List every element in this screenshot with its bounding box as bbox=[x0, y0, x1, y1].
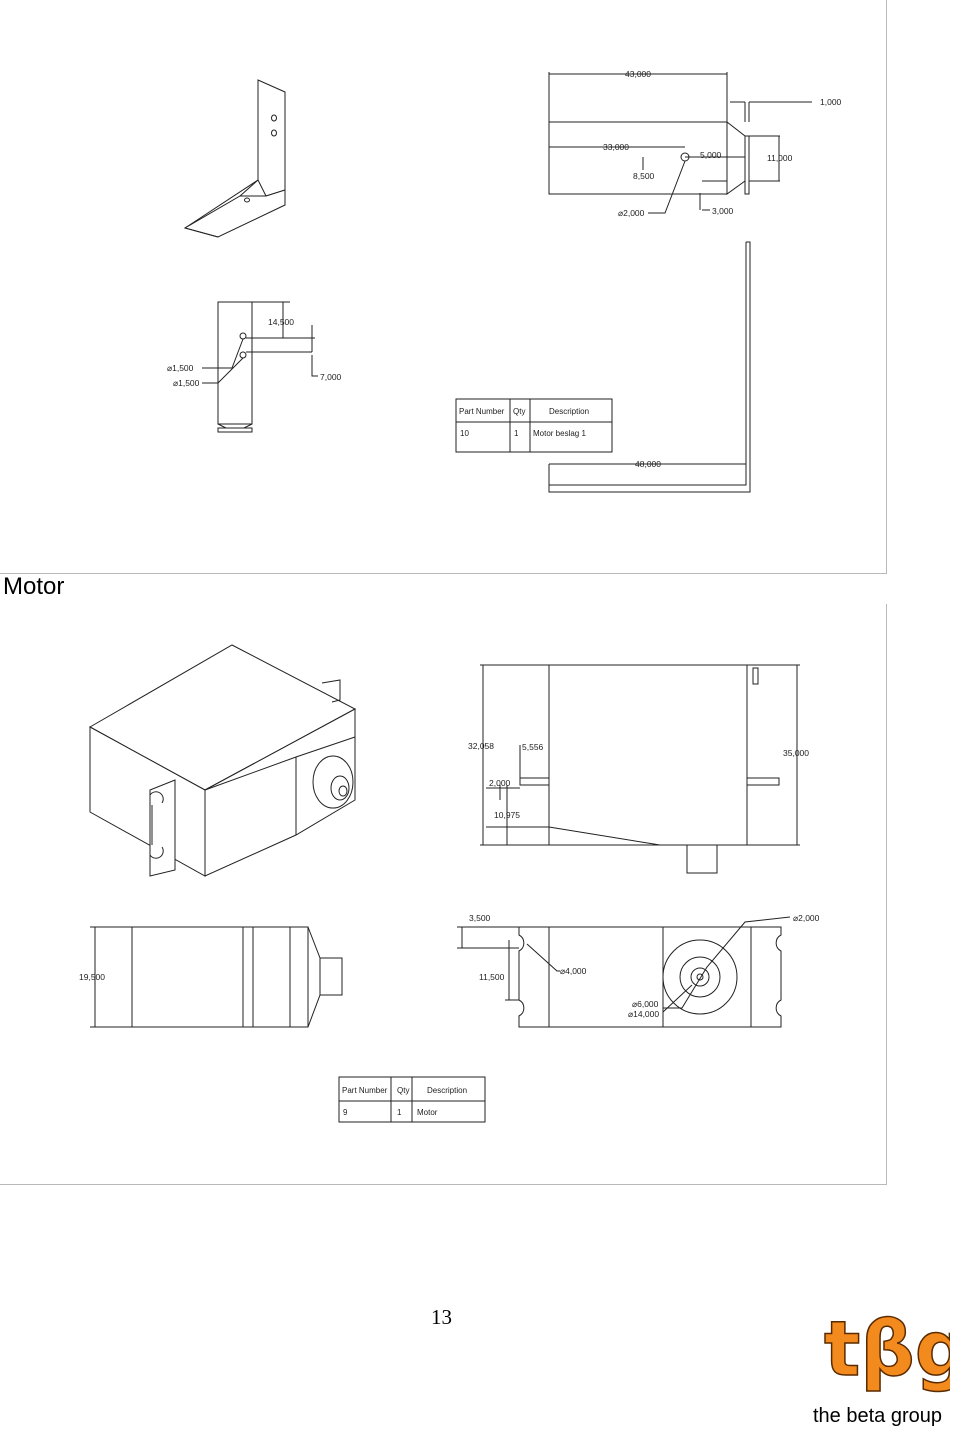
dim-dia-14: ⌀14,000 bbox=[628, 1009, 659, 1019]
table2-header-description: Description bbox=[427, 1086, 467, 1095]
motor-drawing: 32,058 5,556 35,000 2,000 10,975 3,500 ⌀… bbox=[79, 644, 820, 1123]
company-logo: tβg the beta group bbox=[808, 1305, 960, 1431]
table2-header-part-number: Part Number bbox=[342, 1086, 388, 1095]
dim-2: 2,000 bbox=[489, 778, 511, 788]
dim-11: 11,000 bbox=[767, 153, 793, 163]
logo-mark-text: tβg bbox=[824, 1305, 950, 1393]
dim-dia-4: ⌀4,000 bbox=[560, 966, 587, 976]
motor-front-view bbox=[90, 926, 343, 1028]
dim-dia-1-5-a: ⌀1,500 bbox=[167, 363, 194, 373]
dim-32-058: 32,058 bbox=[468, 741, 494, 751]
bracket-drawing: 43,000 1,000 33,000 5,000 11,000 8,500 ⌀… bbox=[167, 69, 842, 493]
table1-header-part-number: Part Number bbox=[459, 407, 505, 416]
drawing-sheet-motor: 32,058 5,556 35,000 2,000 10,975 3,500 ⌀… bbox=[0, 604, 887, 1185]
dim-5-556: 5,556 bbox=[522, 742, 544, 752]
logo-mark-icon: tβg bbox=[824, 1305, 950, 1394]
dim-7: 7,000 bbox=[320, 372, 342, 382]
table1-cell-description: Motor beslag 1 bbox=[533, 429, 586, 438]
dim-10-975: 10,975 bbox=[494, 810, 520, 820]
dim-dia-2-motor: ⌀2,000 bbox=[793, 913, 820, 923]
table2-cell-qty: 1 bbox=[397, 1108, 402, 1117]
dim-11-5: 11,500 bbox=[479, 972, 505, 982]
bracket-top-view bbox=[548, 241, 751, 493]
table1-header-description: Description bbox=[549, 407, 589, 416]
table1-cell-part-number: 10 bbox=[460, 429, 469, 438]
dim-8-5: 8,500 bbox=[633, 171, 655, 181]
table2-header-qty: Qty bbox=[397, 1086, 409, 1095]
dim-19-5: 19,500 bbox=[79, 972, 105, 982]
section-title: Motor bbox=[3, 573, 65, 600]
dim-3: 3,000 bbox=[712, 206, 734, 216]
dim-dia-1-5-b: ⌀1,500 bbox=[173, 378, 200, 388]
dim-1: 1,000 bbox=[820, 97, 842, 107]
drawing-sheet-bracket: 43,000 1,000 33,000 5,000 11,000 8,500 ⌀… bbox=[0, 0, 887, 574]
table2-cell-part-number: 9 bbox=[343, 1108, 348, 1117]
table1-header-qty: Qty bbox=[513, 407, 525, 416]
dim-43: 43,000 bbox=[625, 69, 651, 79]
page-number: 13 bbox=[431, 1305, 452, 1329]
dim-14-5: 14,500 bbox=[268, 317, 294, 327]
dim-48: 48,000 bbox=[635, 459, 661, 469]
motor-top-view bbox=[457, 916, 791, 1028]
parts-table-2 bbox=[338, 1076, 486, 1123]
motor-side-view bbox=[480, 664, 800, 874]
bracket-isometric-view bbox=[183, 79, 286, 238]
bracket-side-view bbox=[202, 301, 318, 433]
dim-dia-2: ⌀2,000 bbox=[618, 208, 645, 218]
logo-tagline: the beta group bbox=[813, 1405, 942, 1427]
parts-table-1 bbox=[455, 398, 613, 453]
table2-cell-description: Motor bbox=[417, 1108, 438, 1117]
motor-isometric-view bbox=[88, 644, 357, 877]
dim-33: 33,000 bbox=[603, 142, 629, 152]
table1-cell-qty: 1 bbox=[514, 429, 519, 438]
dim-3-5: 3,500 bbox=[469, 913, 491, 923]
bracket-front-view bbox=[548, 72, 812, 214]
dim-35: 35,000 bbox=[783, 748, 809, 758]
dim-5: 5,000 bbox=[700, 150, 722, 160]
dim-dia-6: ⌀6,000 bbox=[632, 999, 659, 1009]
